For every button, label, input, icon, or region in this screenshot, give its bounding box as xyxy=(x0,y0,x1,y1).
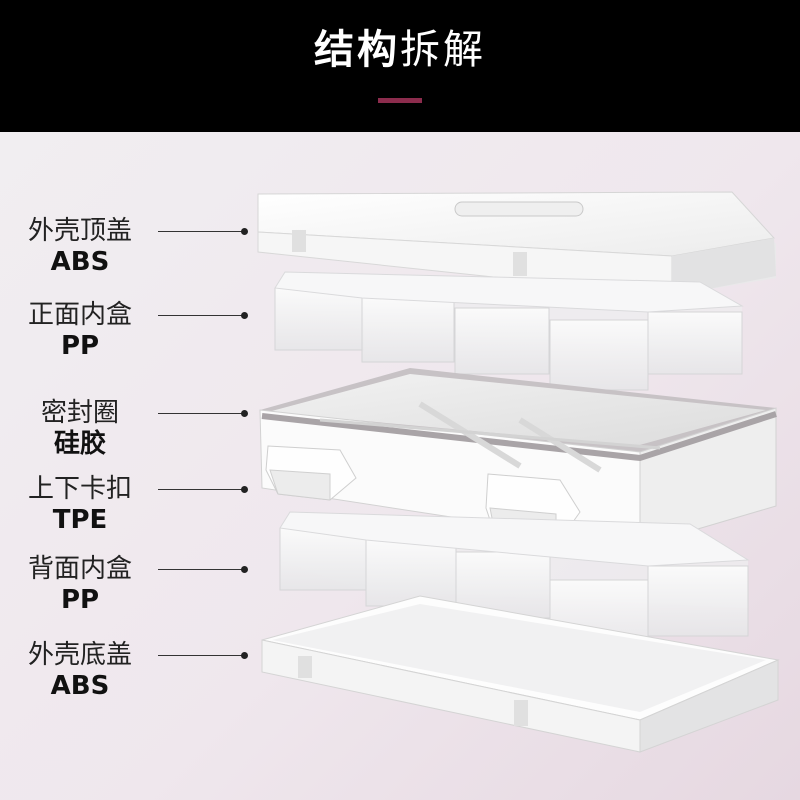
top-lid xyxy=(257,191,776,297)
leader-line-bottom-shell xyxy=(158,652,248,659)
part-material: PP xyxy=(60,331,100,361)
leader-line-front-inner-box xyxy=(158,312,248,319)
part-name: 外壳底盖 xyxy=(27,640,132,670)
part-material: PP xyxy=(60,585,100,615)
leader-dot xyxy=(241,312,248,319)
title-light: 拆解 xyxy=(400,27,486,73)
title-bold: 结构 xyxy=(314,27,400,73)
leader-line-top-lid xyxy=(158,228,248,235)
part-label-back-inner-box: 背面内盒 PP xyxy=(0,554,160,616)
part-label-clasps: 上下卡扣 TPE xyxy=(0,474,160,536)
part-label-front-inner-box: 正面内盒 PP xyxy=(0,300,160,362)
part-label-top-lid: 外壳顶盖 ABS xyxy=(0,216,160,278)
part-material: 硅胶 xyxy=(53,429,106,459)
header-bar: 结构拆解 xyxy=(0,0,800,132)
front-inner-box xyxy=(274,271,744,391)
part-name: 上下卡扣 xyxy=(27,474,132,504)
part-label-seal-ring: 密封圈 硅胶 xyxy=(0,398,160,460)
leader-dot xyxy=(241,652,248,659)
leader-dot xyxy=(241,410,248,417)
leader-dot xyxy=(241,228,248,235)
leader-line-clasps xyxy=(158,486,248,493)
bottom-shell xyxy=(261,595,780,753)
back-inner-box xyxy=(279,511,750,655)
leader-dot xyxy=(241,566,248,573)
part-name: 密封圈 xyxy=(40,398,119,428)
part-label-bottom-shell: 外壳底盖 ABS xyxy=(0,640,160,702)
part-name: 背面内盒 xyxy=(27,554,132,584)
title-accent-bar xyxy=(378,98,422,103)
part-material: ABS xyxy=(50,671,110,701)
part-material: TPE xyxy=(52,505,108,535)
leader-line-seal-ring xyxy=(158,410,248,417)
leader-line-back-inner-box xyxy=(158,566,248,573)
part-name: 正面内盒 xyxy=(27,300,132,330)
page-title: 结构拆解 xyxy=(0,22,800,78)
part-name: 外壳顶盖 xyxy=(27,216,132,246)
part-material: ABS xyxy=(50,247,110,277)
leader-dot xyxy=(241,486,248,493)
